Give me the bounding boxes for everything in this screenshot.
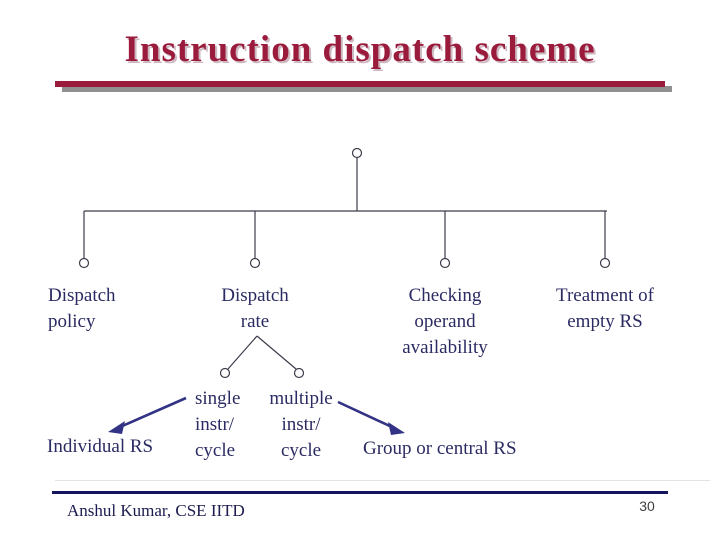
footer-credit: Anshul Kumar, CSE IITD xyxy=(67,501,245,520)
label-line: Checking xyxy=(408,285,482,306)
label-group-central-rs: Group or central RS xyxy=(363,438,517,459)
tree-root-node xyxy=(351,147,363,159)
subtree-line-multiple xyxy=(256,335,297,370)
footer-faint-line xyxy=(55,480,710,481)
label-line: cycle xyxy=(195,440,236,461)
label-dispatch-policy: Dispatch policy xyxy=(48,283,116,335)
arrowhead-group-central-rs xyxy=(388,422,405,435)
node-multiple-instr-cycle xyxy=(293,367,305,379)
page-number: 30 xyxy=(639,498,655,514)
node-single-instr-cycle xyxy=(219,367,231,379)
arrow-to-individual-rs xyxy=(119,396,187,429)
node-dispatch-policy xyxy=(78,257,90,269)
label-line: availability xyxy=(402,337,488,358)
title-rule xyxy=(55,81,665,87)
footer-line xyxy=(52,491,668,494)
label-line: multiple xyxy=(269,388,333,409)
label-line: empty RS xyxy=(567,311,643,332)
label-line: Dispatch xyxy=(221,285,289,306)
subtree-line-single xyxy=(227,335,258,370)
title-rule-shadow xyxy=(62,86,672,92)
label-checking-operand: Checking operand availability xyxy=(385,283,505,361)
label-line: instr/ xyxy=(195,414,235,435)
label-dispatch-rate: Dispatch rate xyxy=(205,283,305,335)
label-multiple-instr-cycle: multiple instr/ cycle xyxy=(261,386,341,464)
arrowhead-individual-rs xyxy=(108,421,125,434)
label-line: instr/ xyxy=(281,414,321,435)
label-line: cycle xyxy=(280,440,322,461)
arrow-to-group-central-rs xyxy=(337,400,395,430)
label-individual-rs: Individual RS xyxy=(47,436,154,457)
label-treatment-empty-rs: Treatment of empty RS xyxy=(545,283,665,335)
label-line: Treatment of xyxy=(556,285,654,306)
label-line: rate xyxy=(240,311,270,332)
label-line: Dispatch xyxy=(48,285,116,306)
label-line: operand xyxy=(414,311,476,332)
node-dispatch-rate xyxy=(249,257,261,269)
node-checking-operand xyxy=(439,257,451,269)
slide-title: Instruction dispatch scheme xyxy=(124,29,596,70)
label-line: policy xyxy=(48,311,96,332)
label-line: single xyxy=(195,388,241,409)
node-treatment-empty-rs xyxy=(599,257,611,269)
label-single-instr-cycle: single instr/ cycle xyxy=(195,386,240,464)
